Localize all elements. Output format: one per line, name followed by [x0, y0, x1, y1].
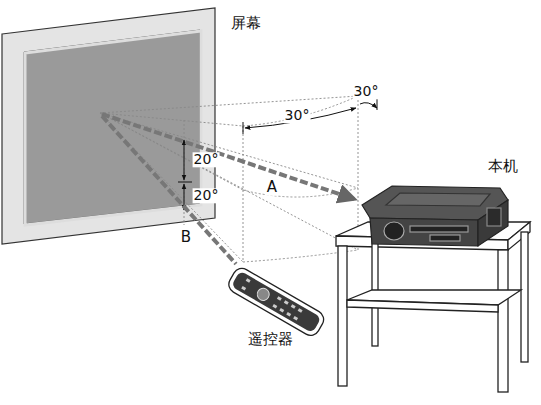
arrow-label: A — [266, 179, 278, 196]
arrow-label: B — [180, 229, 192, 246]
screen-label: 屏幕 — [231, 15, 261, 32]
angle-label: 30° — [353, 84, 380, 99]
table — [336, 222, 530, 392]
projector-label: 本机 — [488, 158, 518, 175]
remote-label: 遥控器 — [248, 331, 293, 348]
angle-label: 20° — [193, 188, 220, 203]
signal-arrows — [102, 114, 354, 264]
range-lines — [100, 96, 358, 262]
angle-label: 30° — [284, 108, 311, 123]
angle-marks — [178, 96, 377, 210]
remote-control — [226, 265, 327, 339]
projector — [362, 186, 508, 246]
angle-label: 20° — [193, 152, 220, 167]
